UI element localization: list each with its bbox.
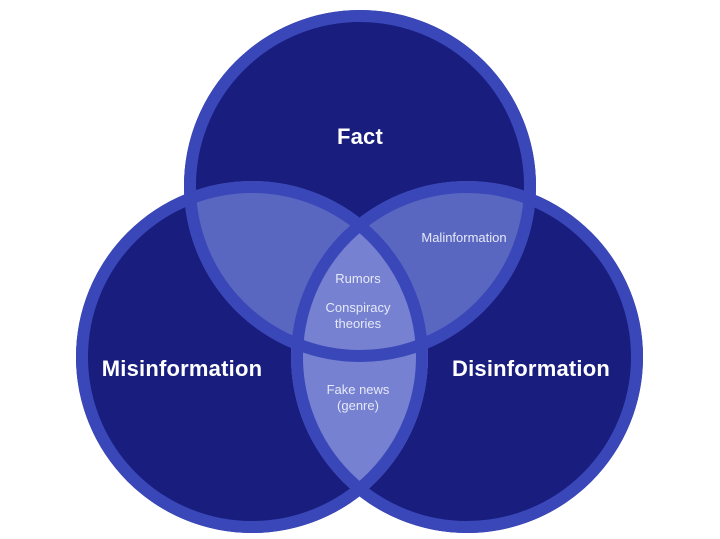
fact-circle-ring — [184, 10, 536, 362]
misinformation-disinformation-overlap — [291, 181, 428, 533]
conspiracy-theories-label: Conspiracy theories — [325, 300, 391, 331]
disinformation-circle-ring — [291, 181, 643, 533]
fake-news-genre-label: Fake news (genre) — [326, 382, 390, 413]
misinformation-circle-ring — [76, 181, 428, 533]
fact-label: Fact — [336, 124, 384, 149]
rumors-label: Rumors — [335, 271, 381, 286]
malinformation-label: Malinformation — [421, 230, 507, 245]
misinformation-label: Misinformation — [101, 356, 263, 381]
disinformation-label: Disinformation — [451, 356, 611, 381]
